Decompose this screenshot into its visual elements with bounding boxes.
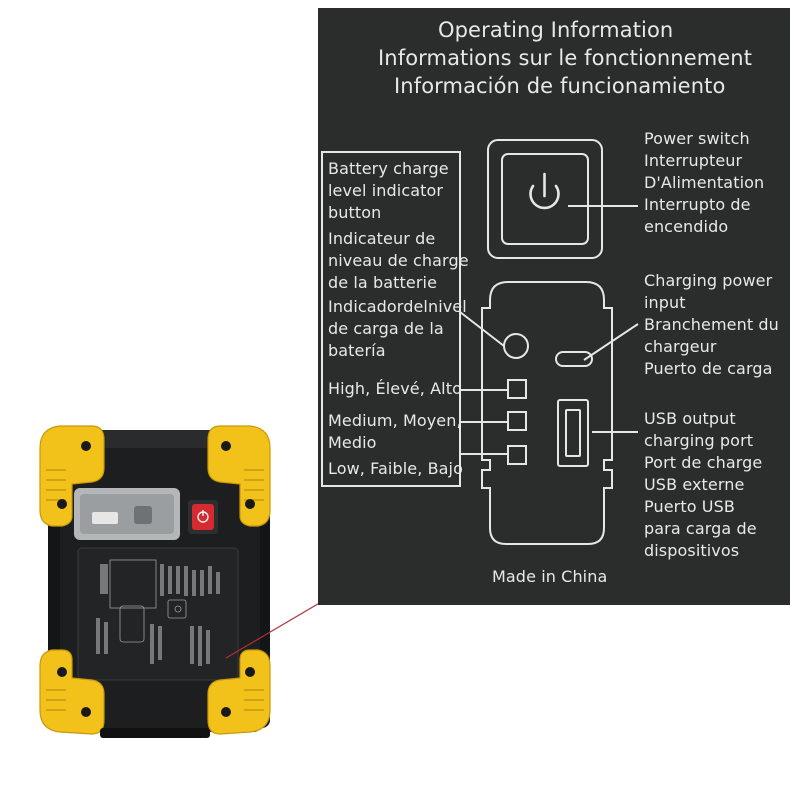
level-low-text: Low, Faible, Bajo [328, 459, 463, 478]
label-diagram [321, 139, 639, 545]
level-medium-text: Medium, Moyen, Medio [328, 411, 462, 452]
usb-output-text: USB output charging port Port de charge … [644, 409, 763, 560]
led-low [507, 445, 527, 465]
indicator-text-en: Battery charge level indicator button [328, 159, 449, 222]
power-switch-inner [501, 153, 589, 245]
indicator-button-shape [503, 333, 529, 359]
led-high [507, 379, 527, 399]
charging-port-shape [555, 351, 593, 367]
power-switch-outer [487, 139, 603, 259]
label-title-es: Información de funcionamiento [394, 74, 726, 98]
power-icon [529, 184, 560, 210]
led-medium [507, 411, 527, 431]
operating-information-label: Operating Information Informations sur l… [318, 8, 790, 605]
usb-port-shape [557, 399, 589, 467]
level-high-text: High, Élevé, Alto [328, 379, 462, 398]
charging-input-text: Charging power input Branchement du char… [644, 271, 779, 378]
label-title-fr: Informations sur le fonctionnement [378, 46, 753, 70]
work-light-photo [39, 425, 271, 738]
label-title-en: Operating Information [438, 18, 674, 42]
indicator-text-fr: Indicateur de niveau de charge de la bat… [328, 229, 469, 292]
made-in-text: Made in China [492, 567, 608, 586]
indicator-text-es: Indicadordelnivel de carga de la batería [328, 297, 467, 360]
power-switch-text: Power switch Interrupteur D'Alimentation… [644, 129, 765, 236]
device-outline [481, 281, 613, 545]
indicator-text-box [321, 151, 461, 487]
